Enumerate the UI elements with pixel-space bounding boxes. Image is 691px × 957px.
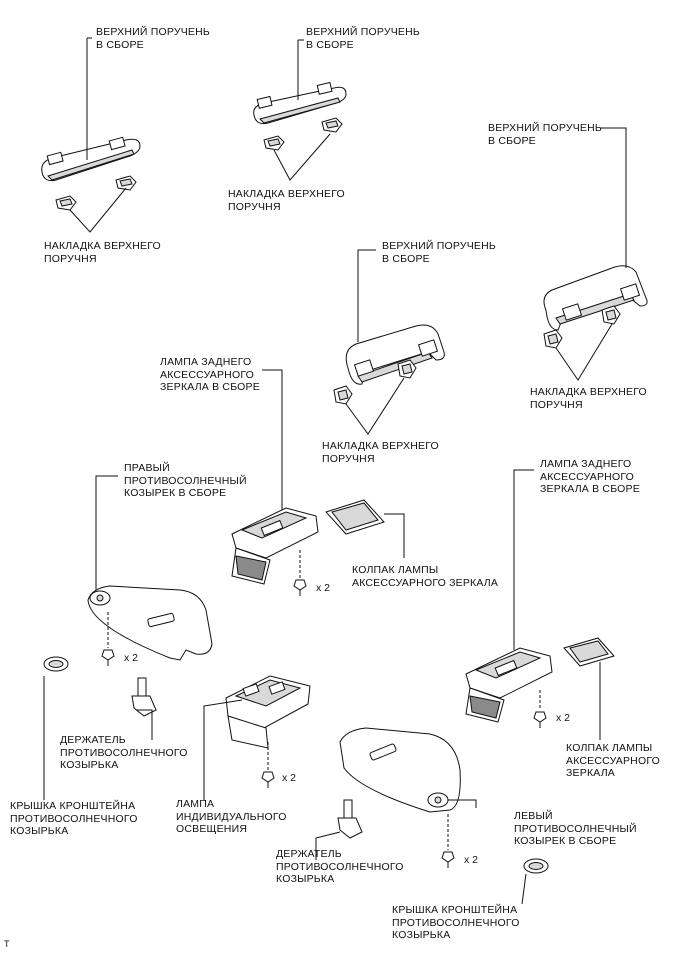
grip-cover-2b: [321, 117, 343, 133]
qty-screw-left-visor: x 2: [464, 854, 479, 866]
screw-mirror-2: [533, 711, 547, 728]
grip-cover-3a: [543, 329, 563, 349]
assist-grip-2: [253, 81, 347, 125]
label-bracket-cover-2: КРЫШКА КРОНШТЕЙНА ПРОТИВОСОЛНЕЧНОГО КОЗЫ…: [392, 904, 520, 941]
grip-cover-1b: [115, 175, 137, 191]
qty-screw-right-visor: x 2: [124, 652, 139, 664]
qty-screw-mirror-2: x 2: [556, 712, 571, 724]
right-sun-visor: [87, 585, 213, 661]
label-visor-holder-2: ДЕРЖАТЕЛЬ ПРОТИВОСОЛНЕЧНОГО КОЗЫРЬКА: [276, 848, 404, 885]
visor-bracket-cover-1: [43, 656, 69, 672]
label-visor-holder-1: ДЕРЖАТЕЛЬ ПРОТИВОСОЛНЕЧНОГО КОЗЫРЬКА: [60, 734, 188, 771]
grip-cover-3b: [601, 305, 621, 325]
label-grip-cover-3: НАКЛАДКА ВЕРХНЕГО ПОРУЧНЯ: [530, 386, 647, 411]
label-left-visor: ЛЕВЫЙ ПРОТИВОСОЛНЕЧНЫЙ КОЗЫРЕК В СБОРЕ: [514, 810, 637, 847]
label-grip-cover-2: НАКЛАДКА ВЕРХНЕГО ПОРУЧНЯ: [228, 188, 345, 213]
screw-personal-lamp: [261, 771, 275, 788]
personal-lamp: [225, 675, 311, 749]
visor-holder-2: [337, 799, 363, 839]
label-grip-cover-1: НАКЛАДКА ВЕРХНЕГО ПОРУЧНЯ: [44, 240, 161, 265]
label-bracket-cover-1: КРЫШКА КРОНШТЕЙНА ПРОТИВОСОЛНЕЧНОГО КОЗЫ…: [10, 800, 138, 837]
screw-left-visor: [441, 851, 455, 868]
grip-cover-2a: [263, 135, 285, 151]
left-sun-visor: [339, 727, 461, 813]
visor-holder-1: [131, 677, 157, 717]
label-lamp-cover-2: КОЛПАК ЛАМПЫ АКСЕССУАРНОГО ЗЕРКАЛА: [566, 742, 660, 779]
mirror-lamp-assembly-1: [231, 507, 319, 585]
assist-grip-4: [345, 324, 445, 385]
label-personal-lamp: ЛАМПА ИНДИВИДУАЛЬНОГО ОСВЕЩЕНИЯ: [176, 798, 287, 835]
label-lamp-cover-1: КОЛПАК ЛАМПЫ АКСЕССУАРНОГО ЗЕРКАЛА: [352, 564, 499, 589]
label-mirror-lamp-2: ЛАМПА ЗАДНЕГО АКСЕССУАРНОГО ЗЕРКАЛА В СБ…: [540, 458, 640, 495]
label-upper-grip-3: ВЕРХНИЙ ПОРУЧЕНЬ В СБОРЕ: [488, 122, 602, 147]
assist-grip-3: [543, 265, 648, 331]
grip-cover-1a: [55, 195, 77, 211]
mirror-lamp-lens-1: [325, 499, 385, 535]
label-right-visor: ПРАВЫЙ ПРОТИВОСОЛНЕЧНЫЙ КОЗЫРЕК В СБОРЕ: [124, 462, 247, 499]
qty-screw-mirror-1: x 2: [316, 582, 331, 594]
grip-cover-4b: [397, 359, 417, 379]
label-upper-grip-4: ВЕРХНИЙ ПОРУЧЕНЬ В СБОРЕ: [382, 240, 496, 265]
mirror-lamp-assembly-2: [465, 647, 553, 723]
label-mirror-lamp-1: ЛАМПА ЗАДНЕГО АКСЕССУАРНОГО ЗЕРКАЛА В СБ…: [160, 356, 260, 393]
qty-screw-personal-lamp: x 2: [282, 772, 297, 784]
label-upper-grip-1: ВЕРХНИЙ ПОРУЧЕНЬ В СБОРЕ: [96, 26, 210, 51]
screw-mirror-1: [293, 579, 307, 596]
mirror-lamp-lens-2: [563, 637, 615, 667]
assist-grip-1: [41, 136, 141, 182]
footer-mark: T: [4, 939, 10, 949]
label-grip-cover-4: НАКЛАДКА ВЕРХНЕГО ПОРУЧНЯ: [322, 440, 439, 465]
screw-right-visor: [101, 649, 115, 666]
label-upper-grip-2: ВЕРХНИЙ ПОРУЧЕНЬ В СБОРЕ: [306, 26, 420, 51]
grip-cover-4a: [333, 385, 353, 405]
visor-bracket-cover-2: [523, 858, 549, 874]
